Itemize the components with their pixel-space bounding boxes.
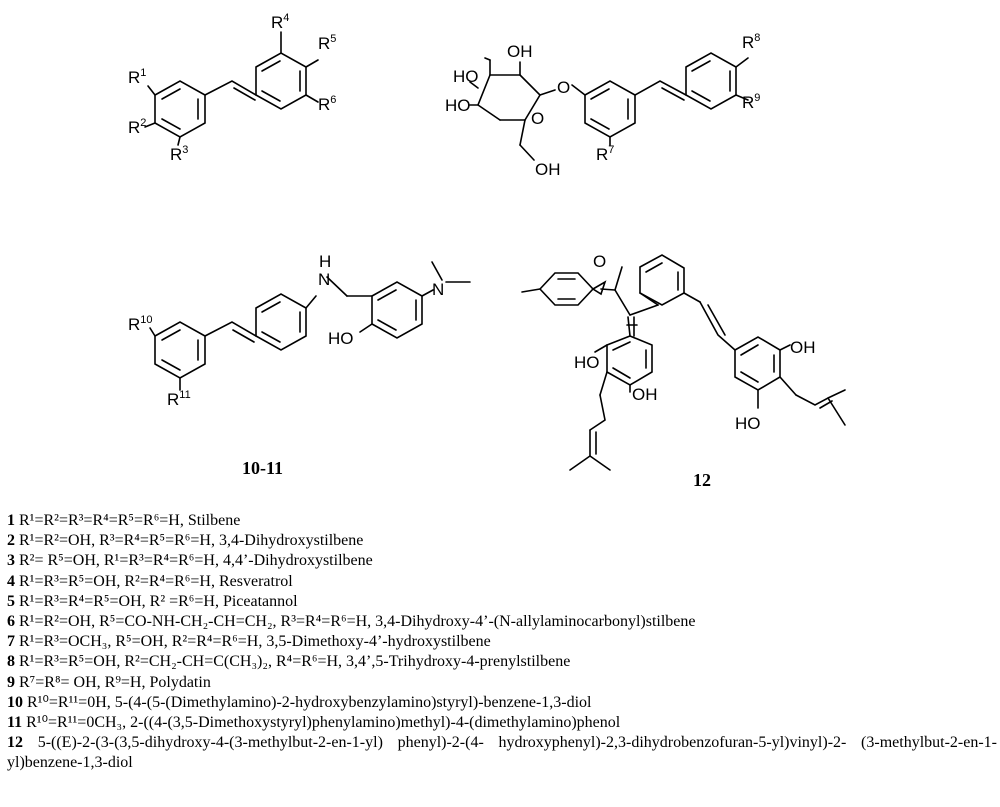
label-oh-bottom: OH [535,160,561,179]
legend-row: 2 R¹=R²=OH, R³=R⁴=R⁵=R⁶=H, 3,4-Dihydroxy… [7,532,364,550]
label-nh-h: H [319,252,331,271]
label-nme2: N [432,280,444,299]
label-r11: R11 [167,389,191,409]
structure-stilbene-1-8: R1 R2 R3 R4 R5 R6 [128,12,336,164]
label-ho-2: HO [445,96,471,115]
structures-figure: R1 R2 R3 R4 R5 R6 OH HO HO [128,12,846,471]
label-r5: R5 [318,33,336,53]
legend-row: 8 R¹=R³=R⁵=OH, R²=CH₂-CH=C(CH₃)₂, R⁴=R⁶=… [7,653,571,671]
label-ho-1: HO [453,67,479,86]
ring-d [685,52,737,110]
caption-12: 12 [693,470,711,490]
label-o-glycoside: O [557,78,570,97]
label-oh-1: OH [632,385,658,404]
label-o-ring: O [531,109,544,128]
legend-row: 12 5-((E)-2-(3-(3,5-dihydroxy-4-(3-methy… [7,734,997,772]
legend-row: 3 R²= R⁵=OH, R¹=R³=R⁴=R⁶=H, 4,4’-Dihydro… [7,552,373,570]
legend-row: 5 R¹=R³=R⁴=R⁵=OH, R² =R⁶=H, Piceatannol [7,592,298,610]
label-ho-1: HO [574,353,600,372]
label-r3: R3 [170,144,188,164]
legend-row: 1 R¹=R²=R³=R⁴=R⁵=R⁶=H, Stilbene [7,512,241,529]
label-r6: R6 [318,94,336,114]
legend-row: 11 R¹⁰=R¹¹=0CH₃, 2-((4-(3,5-Dimethoxysty… [7,714,621,732]
label-r2: R2 [128,117,146,137]
label-oh-2: OH [790,338,816,357]
label-r10: R10 [128,314,153,334]
legend-row: 9 R⁷=R⁸= OH, R⁹=H, Polydatin [7,673,211,691]
ring-e [154,321,206,379]
compound-legend: 1 R¹=R²=R³=R⁴=R⁵=R⁶=H, Stilbene 2 R¹=R²=… [7,511,997,774]
ring-c [584,80,636,138]
legend-row: 10 R¹⁰=R¹¹=0H, 5-(4-(5-(Dimethylamino)-2… [7,693,592,711]
ring-g [371,281,423,339]
label-r4: R4 [271,12,289,32]
label-oh-top: OH [507,42,533,61]
ring-f [255,293,307,351]
label-ho: HO [328,329,354,348]
label-r1: R1 [128,67,146,87]
structure-aminostilbene-10-11: H N N HO R10 R11 [128,252,471,409]
label-o-furan: O [593,252,606,271]
ring-b [255,52,307,110]
label-nh-n: N [318,270,330,289]
legend-row: 4 R¹=R³=R⁵=OH, R²=R⁴=R⁶=H, Resveratrol [7,572,293,590]
legend-row: 6 R¹=R²=OH, R⁵=CO-NH-CH₂-CH=CH₂, R³=R⁴=R… [7,613,696,631]
label-r7: R7 [596,144,614,164]
label-r9: R9 [742,92,760,112]
label-ho-2: HO [735,414,761,433]
label-r8: R8 [742,32,760,52]
ring-h [538,272,595,306]
structure-glucoside-9: OH HO HO OH O O R7 R8 R9 [445,32,760,179]
structure-benzofuran-12: O HO OH OH HO [521,252,846,471]
legend-row: 7 R¹=R³=OCH₃, R⁵=OH, R²=R⁴=R⁶=H, 3,5-Dim… [7,633,491,651]
caption-10-11: 10-11 [242,458,284,478]
